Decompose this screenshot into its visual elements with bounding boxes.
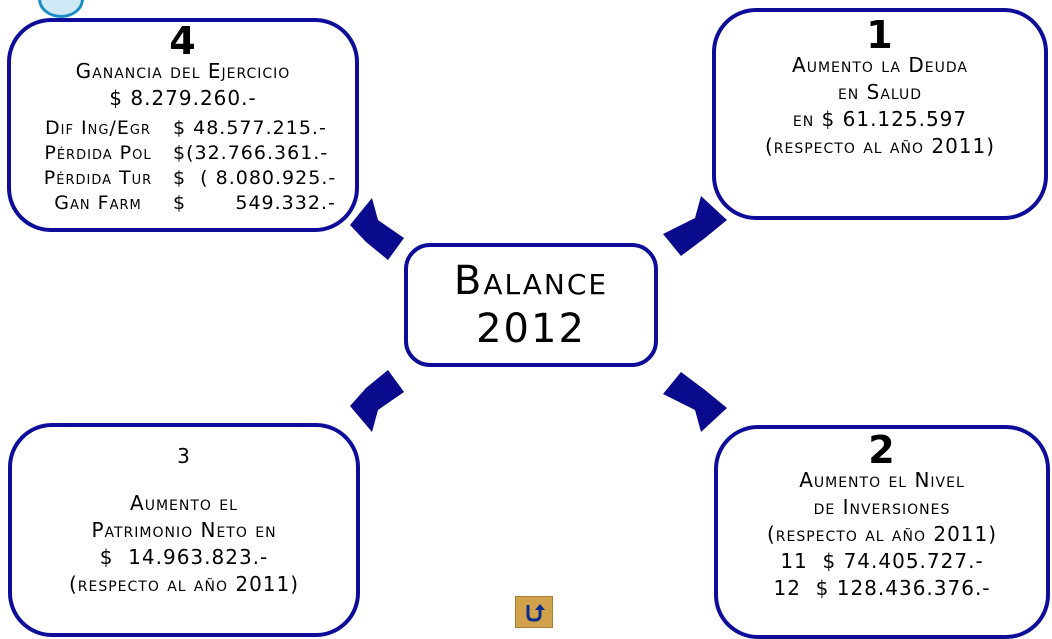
arrow-up-right-icon [663,196,727,256]
box-line: (respecto al año 2011) [766,522,998,546]
detail-label: Dif Ing/Egr [45,117,151,139]
detail-label: Pérdida Tur [43,167,153,189]
detail-row: Pérdida Pol $(32.766.361.- [11,141,355,166]
box-line: Aumento el [130,491,238,515]
detail-value: $ 48.577.215.- [173,117,327,139]
box-line: de Inversiones [813,495,951,519]
return-arrow-icon [526,604,545,622]
arrow-down-left-icon [350,370,404,432]
box-number: 1 [866,13,894,57]
detail-value: $ ( 8.080.925.- [173,167,337,189]
detail-row: Dif Ing/Egr $ 48.577.215.- [11,116,355,141]
box-line: 12 $ 128.436.376.- [773,576,991,600]
detail-row: Pérdida Tur $ ( 8.080.925.- [11,166,355,191]
arrow-down-right-icon [663,372,727,432]
arrow-up-left-icon [350,198,404,260]
box-title: Ganancia del Ejercicio [75,59,291,83]
center-box: Balance 2012 [404,243,658,367]
box-line: Patrimonio Neto en [91,518,277,542]
box-line: Aumento el Nivel [799,468,965,492]
detail-label: Gan Farm [54,192,142,214]
detail-value: $ 549.332.- [173,192,336,214]
box-total: $ 8.279.260.- [109,86,257,110]
center-year: 2012 [476,306,586,352]
box-line: 11 $ 74.405.727.- [780,549,984,573]
box-patrimonio-neto: 3 Aumento el Patrimonio Neto en $ 14.963… [8,423,360,637]
detail-label: Pérdida Pol [44,142,152,164]
box-line: (respecto al año 2011) [764,134,996,158]
box-number: 2 [868,428,896,472]
box-nivel-inversiones: 2 Aumento el Nivel de Inversiones (respe… [714,425,1050,639]
center-title: Balance [453,258,609,304]
box-line: en Salud [837,80,923,104]
box-deuda-salud: 1 Aumento la Deuda en Salud en $ 61.125.… [712,8,1048,220]
logo [38,0,84,18]
box-ganancia-ejercicio: 4 Ganancia del Ejercicio $ 8.279.260.- D… [7,18,359,232]
back-button[interactable] [515,596,553,628]
box-number: 4 [169,19,197,63]
detail-value: $(32.766.361.- [173,142,329,164]
box-line: $ 14.963.823.- [99,545,269,569]
detail-row: Gan Farm $ 549.332.- [11,191,355,216]
box-line: Aumento la Deuda [792,53,968,77]
box-line: en $ 61.125.597 [792,107,968,131]
box-line: (respecto al año 2011) [68,572,300,596]
box-number: 3 [177,444,191,468]
